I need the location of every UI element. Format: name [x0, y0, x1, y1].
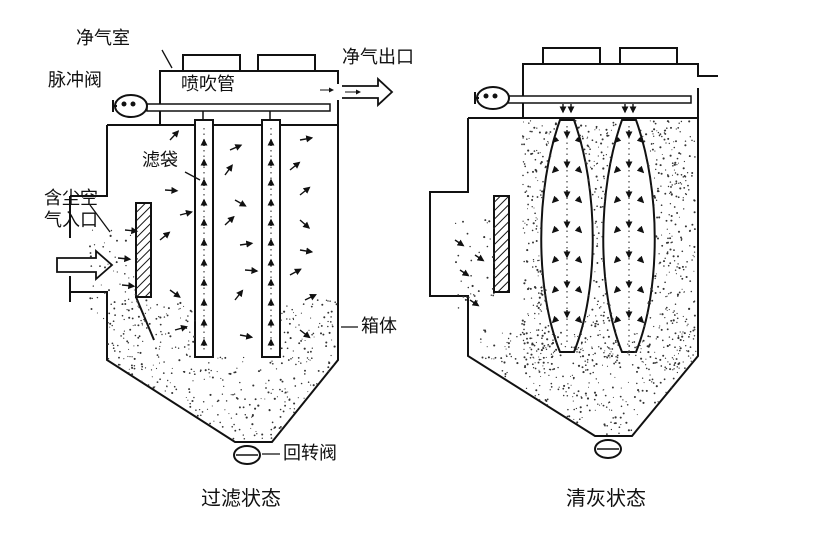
- housing-outline: [70, 125, 339, 443]
- top-box-left-1: [182, 54, 241, 72]
- clean-air-chamber-outline-right: [522, 63, 718, 118]
- top-box-right-2: [619, 47, 678, 65]
- airflow-arrows-left: [117, 130, 317, 346]
- inlet-baffle: [135, 202, 152, 298]
- label-clean-air-outlet: 净气出口: [342, 47, 414, 68]
- pulse-valve-icon: [112, 94, 148, 118]
- dust-particles-left: [89, 229, 339, 440]
- top-box-left-2: [257, 54, 316, 72]
- label-dusty-air-inlet-line1: 含尘空: [44, 188, 98, 209]
- label-housing: 箱体: [361, 316, 397, 337]
- caption-cleaning-state: 清灰状态: [566, 486, 646, 510]
- label-filter-bag: 滤袋: [142, 150, 178, 171]
- rotary-valve-icon-left: [233, 445, 261, 465]
- blow-pipe-right: [507, 95, 692, 104]
- top-box-right-1: [542, 47, 601, 65]
- label-pulse-valve: 脉冲阀: [48, 70, 102, 91]
- clean-air-chamber-outline: [159, 70, 339, 125]
- clean-air-outlet-arrow: [342, 76, 394, 108]
- label-blow-pipe: 喷吹管: [181, 74, 235, 95]
- cleaning-unit: [429, 47, 718, 459]
- filtering-unit: [56, 49, 394, 465]
- inlet-baffle-right: [493, 195, 510, 293]
- label-clean-air-chamber: 净气室: [76, 28, 130, 49]
- housing-outline-right: [429, 118, 699, 437]
- dusty-air-inlet-arrow: [56, 249, 114, 281]
- rotary-valve-icon-right: [594, 439, 622, 459]
- label-rotary-valve: 回转阀: [283, 443, 337, 464]
- dust-particles-right: [454, 119, 697, 435]
- caption-filtering-state: 过滤状态: [201, 486, 281, 510]
- blow-pipe: [146, 103, 331, 112]
- pulse-valve-icon-right: [474, 86, 510, 110]
- pulse-arrows-right: [454, 104, 645, 324]
- label-dusty-air-inlet-line2: 气入口: [44, 210, 98, 231]
